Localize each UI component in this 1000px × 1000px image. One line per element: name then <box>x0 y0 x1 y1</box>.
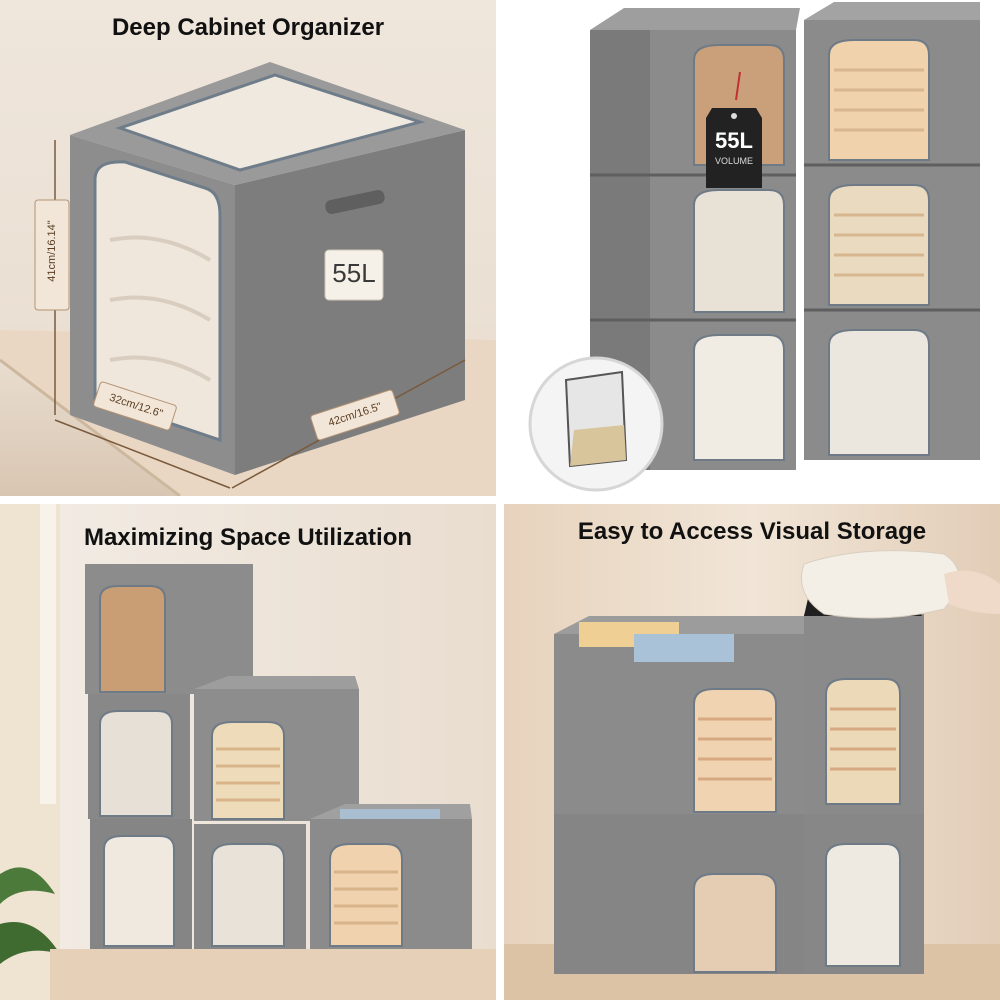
open-box-illustration <box>504 550 1000 1000</box>
panel-deep-cabinet: Deep Cabinet Organizer 55L 41cm/16.14" 3… <box>0 0 496 496</box>
stacked-boxes-illustration <box>528 2 980 492</box>
panel-space-utilization: Maximizing Space Utilization <box>0 504 496 1000</box>
volume-tag-value: 55L <box>715 128 753 153</box>
panel-title: Easy to Access Visual Storage <box>577 518 927 545</box>
stacked-boxes-shelf-illustration <box>0 504 496 1000</box>
panel-stacked-boxes: 55L VOLUME <box>504 0 1000 496</box>
storage-box-illustration <box>0 62 496 496</box>
panel-visual-storage: Easy to Access Visual Storage <box>504 504 1000 1000</box>
height-dimension: 41cm/16.14" <box>46 220 58 282</box>
capacity-label: 55L <box>332 258 376 288</box>
panel-title: Deep Cabinet Organizer <box>111 14 385 41</box>
panel-title: Maximizing Space Utilization <box>83 524 413 551</box>
volume-tag-label: VOLUME <box>714 156 753 166</box>
